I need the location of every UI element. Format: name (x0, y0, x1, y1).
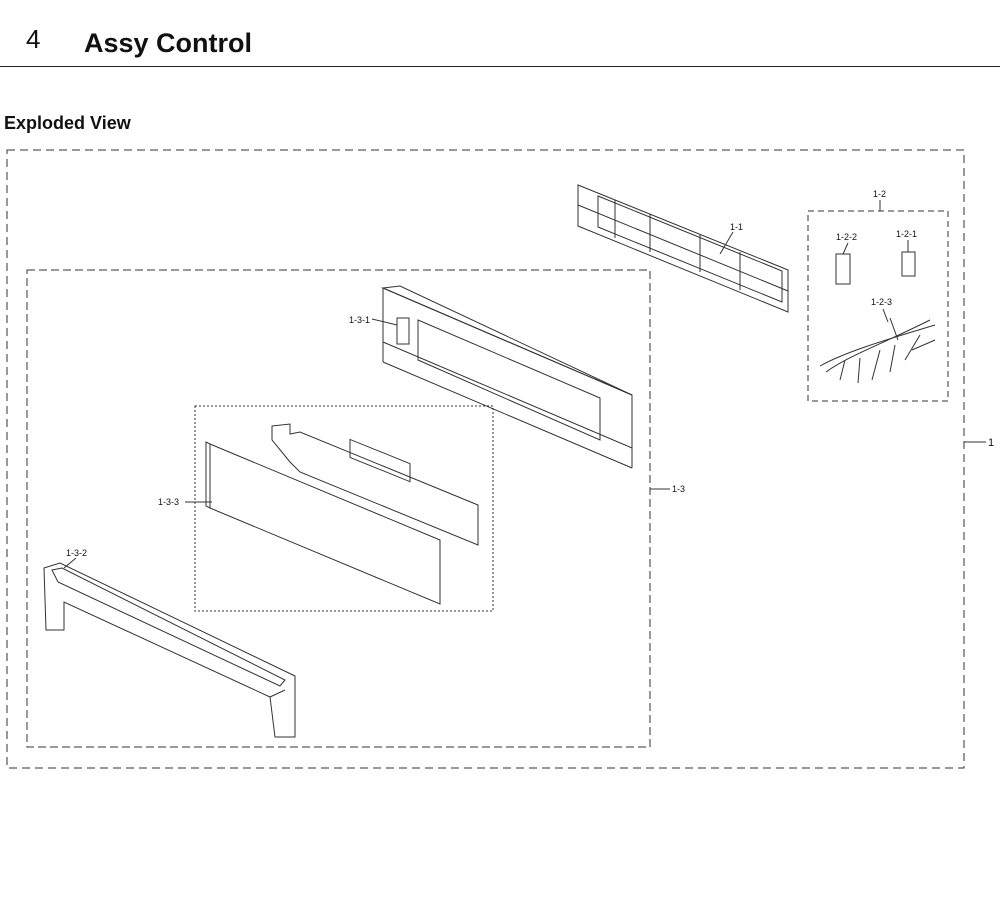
leader-1-3-1 (371, 318, 398, 326)
callout-1-2: 1-2 (873, 189, 886, 199)
leader-1-1 (719, 231, 734, 255)
assembly-boundary (6, 149, 965, 769)
overlay-sheets (205, 423, 479, 605)
panel-group-boundary (26, 269, 651, 748)
display-pcb-bracket (577, 184, 789, 313)
leader-1-2-3 (882, 308, 889, 323)
callout-1-3: 1-3 (672, 484, 685, 494)
leader-1-3-2 (63, 557, 77, 569)
pcb-group-boundary (807, 210, 949, 402)
leader-1-2-2 (842, 242, 849, 255)
exploded-view-heading: Exploded View (4, 113, 131, 133)
callout-1-3-1: 1-3-1 (349, 315, 370, 325)
overlay-boundary (194, 405, 494, 612)
panel-frame (381, 285, 633, 469)
callout-1-2-3: 1-2-3 (871, 297, 892, 307)
callout-1-1: 1-1 (730, 222, 743, 232)
pcb-a (901, 251, 916, 277)
callout-1-3-3: 1-3-3 (158, 497, 179, 507)
section-title: Assy Control (84, 28, 253, 58)
callout-1-2-1: 1-2-1 (896, 229, 917, 239)
callout-1-3-2: 1-3-2 (66, 548, 87, 558)
wire-harness (819, 317, 936, 384)
door-handle (43, 562, 296, 738)
pcb-b (835, 253, 851, 285)
callout-1-2-2: 1-2-2 (836, 232, 857, 242)
section-number: 4 (26, 24, 41, 54)
callout-1: 1 (988, 437, 994, 449)
title-rule (0, 66, 1000, 67)
